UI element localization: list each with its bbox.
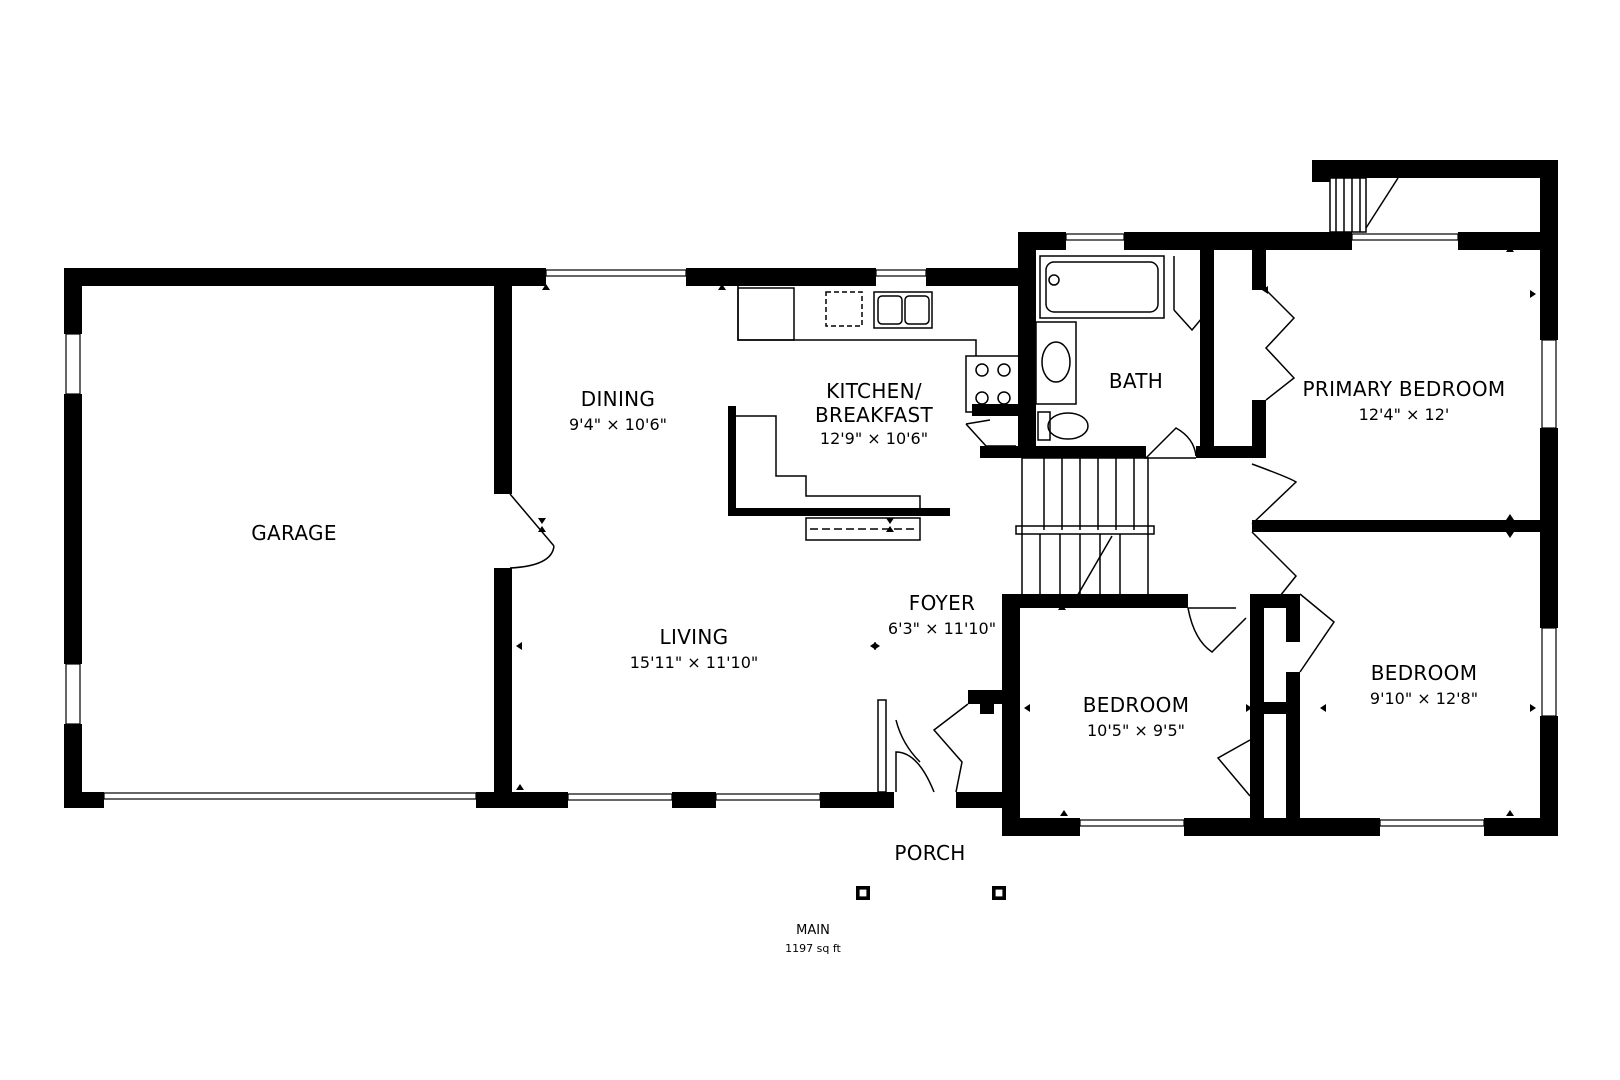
room-name-primary-bedroom: PRIMARY BEDROOM: [1303, 377, 1506, 401]
room-name-living: LIVING: [660, 625, 729, 649]
room-labels: GARAGE DINING 9'4" × 10'6" KITCHEN/ BREA…: [251, 369, 1505, 865]
room-dims-dining: 9'4" × 10'6": [569, 415, 667, 434]
dimension-markers: [516, 246, 1536, 816]
room-dims-bedroom-2: 9'10" × 12'8": [1370, 689, 1478, 708]
room-name-kitchen-line1: KITCHEN/: [826, 379, 922, 403]
room-name-porch: PORCH: [894, 841, 965, 865]
room-dims-primary-bedroom: 12'4" × 12': [1359, 405, 1450, 424]
room-name-bedroom-2: BEDROOM: [1371, 661, 1478, 685]
room-name-kitchen-line2: BREAKFAST: [815, 403, 933, 427]
floor-summary: MAIN 1197 sq ft: [785, 923, 841, 955]
room-dims-foyer: 6'3" × 11'10": [888, 619, 996, 638]
room-dims-kitchen: 12'9" × 10'6": [820, 429, 928, 448]
room-name-garage: GARAGE: [251, 521, 337, 545]
room-name-bedroom-1: BEDROOM: [1083, 693, 1190, 717]
kitchen-fixtures: [728, 286, 1023, 541]
windows: [65, 233, 1557, 827]
bath-fixtures: [1035, 255, 1203, 441]
walls: [64, 160, 1558, 836]
room-dims-living: 15'11" × 11'10": [630, 653, 759, 672]
room-dims-bedroom-1: 10'5" × 9'5": [1087, 721, 1185, 740]
porch-posts: [856, 886, 1006, 900]
stairs: [1015, 177, 1399, 599]
room-name-dining: DINING: [581, 387, 655, 411]
room-name-bath: BATH: [1109, 369, 1163, 393]
floor-name: MAIN: [796, 923, 830, 938]
doors: [509, 289, 1336, 797]
room-name-foyer: FOYER: [909, 591, 975, 615]
floor-area: 1197 sq ft: [785, 942, 841, 955]
